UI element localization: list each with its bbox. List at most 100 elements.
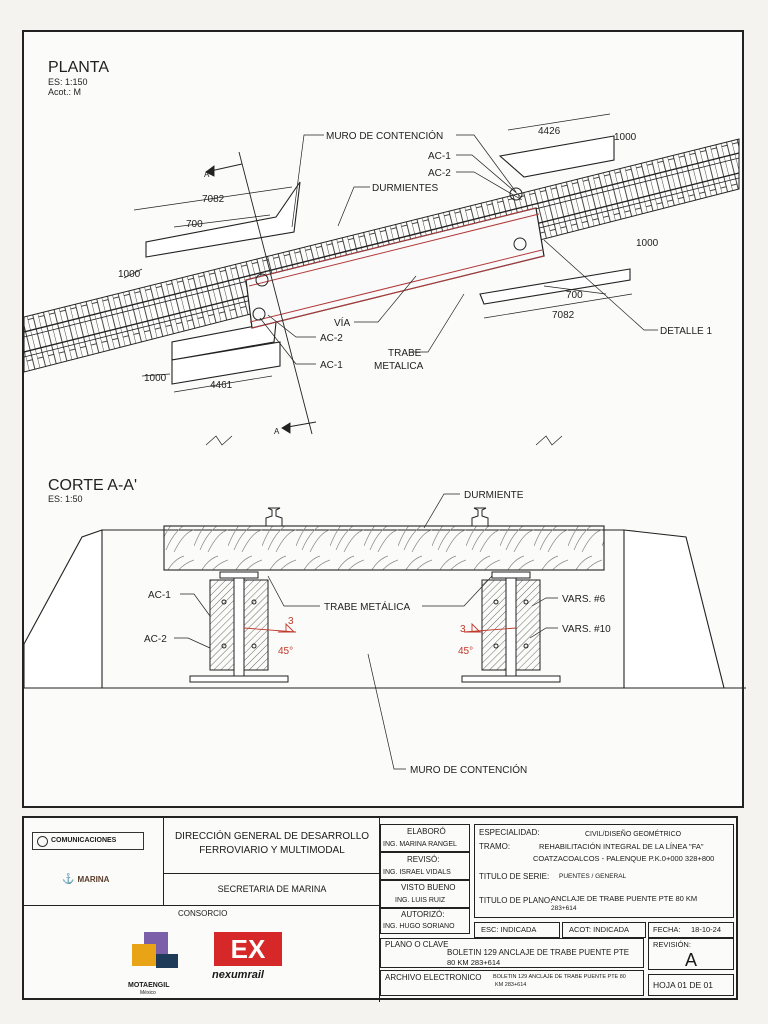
acot-label: ACOT: INDICADA [569, 925, 630, 934]
drawing-svg: PLANTA ES: 1:150 Acot.: M [24, 59, 746, 776]
label-trabe-1: TRABE [388, 348, 422, 359]
serie-value: PUENTES / GENERAL [559, 873, 627, 880]
marina-text: MARINA [77, 875, 110, 884]
clave-line1: BOLETIN 129 ANCLAJE DE TRABE PUENTE PTE [447, 948, 630, 957]
dir-line1: DIRECCIÓN GENERAL DE DESARROLLO [174, 831, 370, 842]
fecha-cell: FECHA: 18-10-24 [648, 922, 734, 938]
plano-line2: 283+614 [551, 905, 577, 912]
wall-bottom-right [479, 268, 631, 305]
revision-label: REVISIÓN: [653, 940, 691, 949]
nexumrail-logo: EX [214, 932, 282, 966]
info-cell: ESPECIALIDAD: CIVIL/DISEÑO GEOMÉTRICO TR… [474, 824, 734, 918]
dim-7082-top: 7082 [202, 194, 225, 205]
elaboro-name: ING. MARINA RANGEL [383, 841, 457, 848]
dim-1000-top-right: 1000 [614, 132, 637, 143]
section-marker-bottom: A [274, 427, 280, 436]
especialidad-value: CIVIL/DISEÑO GEOMÉTRICO [585, 831, 682, 838]
section-view: 3 45° 3 45° DURMIENTE AC-1 AC-2 [24, 490, 746, 776]
motaengil-sub: México [140, 990, 156, 996]
tramo-line2: COATZACOALCOS - PALENQUE P.K.0+000 328+8… [533, 854, 715, 863]
weld-angle-left: 45° [278, 646, 293, 657]
dim-700-top: 700 [186, 219, 203, 230]
label-detalle: DETALLE 1 [660, 326, 712, 337]
reviso-label: REVISÓ: [407, 855, 440, 864]
weld-size-left: 3 [288, 616, 294, 627]
label-vars10: VARS. #10 [562, 624, 611, 635]
wall-bottom-left [171, 341, 281, 385]
clave-line2: 80 KM 283+614 [447, 958, 501, 967]
autorizo-name: ING. HUGO SORIANO [383, 923, 455, 930]
motaengil-logo [132, 932, 180, 980]
autorizo-label: AUTORIZÓ: [401, 910, 445, 919]
logo-gov-cell: COMUNICACIONES ⚓ MARINA [24, 818, 164, 906]
dim-1000-right: 1000 [636, 238, 659, 249]
planta-acot: Acot.: M [48, 87, 81, 97]
dim-700-bottom: 700 [566, 290, 583, 301]
serie-label: TITULO DE SERIE: [479, 872, 550, 881]
plano-line1: ANCLAJE DE TRABE PUENTE PTE 80 KM [551, 894, 698, 903]
dimension-lines [123, 113, 633, 393]
consorcio-cell: CONSORCIO MOTAENGIL México EX nexumrail [24, 906, 380, 1002]
planta-scale: ES: 1:150 [48, 77, 88, 87]
tramo-line1: REHABILITACIÓN INTEGRAL DE LA LÍNEA "FA" [539, 842, 704, 851]
label-ac1-bottom: AC-1 [320, 360, 343, 371]
rail-right [471, 507, 489, 527]
archivo-line1: BOLETIN 129 ANCLAJE DE TRABE PUENTE PTE … [493, 974, 626, 980]
label-via: VÍA [334, 316, 350, 329]
secretaria-text: SECRETARIA DE MARINA [217, 884, 327, 894]
label-trabe-corte: TRABE METÁLICA [324, 600, 410, 613]
bridge-deck [245, 187, 545, 329]
drawing-frame: PLANTA ES: 1:150 Acot.: M [22, 30, 746, 808]
wall-blocks [145, 135, 631, 385]
reviso-name: ING. ISRAEL VIDALS [383, 869, 451, 876]
anchor-icon: ⚓ [62, 874, 75, 885]
planta-title: PLANTA [48, 59, 109, 76]
leader-lines [205, 134, 658, 446]
consorcio-label: CONSORCIO [178, 909, 228, 918]
especialidad-label: ESPECIALIDAD: [479, 828, 540, 837]
dim-1000-left: 1000 [118, 269, 141, 280]
elaboro-cell: ELABORÓ ING. MARINA RANGEL [380, 824, 470, 852]
label-ac2-bottom: AC-2 [320, 333, 343, 344]
hoja-cell: HOJA 01 DE 01 [648, 974, 734, 996]
label-ac2-top: AC-2 [428, 168, 451, 179]
archivo-cell: ARCHIVO ELECTRONICO BOLETIN 129 ANCLAJE … [380, 970, 644, 996]
abutment-left [24, 529, 103, 689]
seal-icon [37, 835, 48, 847]
autorizo-cell: AUTORIZÓ: ING. HUGO SORIANO [380, 908, 470, 934]
label-ac2-corte: AC-2 [144, 634, 167, 645]
clave-label: PLANO O CLAVE [385, 940, 449, 949]
dir-line2: FERROVIARIO Y MULTIMODAL [199, 845, 345, 856]
dim-7082-bottom: 7082 [552, 310, 575, 321]
fecha-value: 18-10-24 [691, 925, 722, 934]
dim-1000-bottom-left: 1000 [144, 373, 167, 384]
label-durmientes: DURMIENTES [372, 183, 438, 194]
marina-logo: ⚓ MARINA [62, 874, 109, 885]
wall-top-right [498, 135, 615, 178]
reviso-cell: REVISÓ: ING. ISRAEL VIDALS [380, 852, 470, 880]
comunicaciones-logo: COMUNICACIONES [32, 832, 144, 850]
sleeper [163, 525, 605, 571]
revision-value: A [685, 950, 698, 970]
weld-angle-right: 45° [458, 646, 473, 657]
motaengil-text: MOTAENGIL [128, 982, 170, 989]
label-trabe-2: METALICA [374, 361, 424, 372]
visto-cell: VISTO BUENO ING. LUIS RUIZ [380, 880, 470, 908]
corte-title: CORTE A-A' [48, 477, 137, 494]
section-leaders [174, 493, 558, 770]
clave-cell: PLANO O CLAVE BOLETIN 129 ANCLAJE DE TRA… [380, 938, 644, 968]
girder-left [189, 571, 289, 683]
rail-left [265, 507, 283, 527]
esc-cell: ESC: INDICADA [474, 922, 560, 938]
title-block: COMUNICACIONES ⚓ MARINA DIRECCIÓN GENERA… [22, 816, 738, 1002]
visto-name: ING. LUIS RUIZ [395, 897, 446, 904]
elaboro-label: ELABORÓ [407, 827, 446, 836]
label-durmiente: DURMIENTE [464, 490, 524, 501]
comunicaciones-text: COMUNICACIONES [51, 837, 117, 845]
secretaria-cell: SECRETARIA DE MARINA [164, 874, 380, 906]
wall-top-left [145, 181, 301, 258]
esc-label: ESC: INDICADA [481, 925, 537, 934]
archivo-label: ARCHIVO ELECTRONICO [385, 973, 482, 982]
corte-scale: ES: 1:50 [48, 494, 83, 504]
